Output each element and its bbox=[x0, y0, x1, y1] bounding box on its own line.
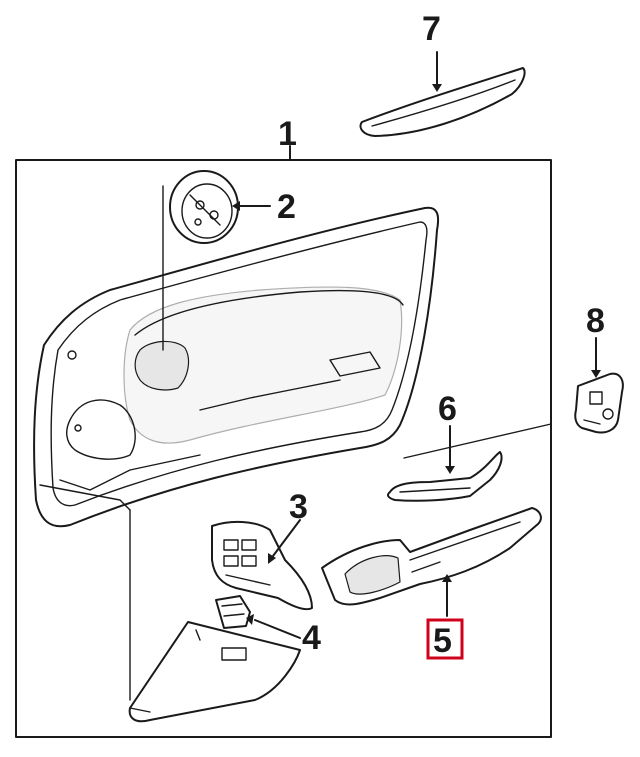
callout-3: 3 bbox=[289, 488, 308, 526]
callout-5: 5 bbox=[433, 622, 452, 660]
callout-6: 6 bbox=[438, 390, 457, 428]
part-2-speaker[interactable] bbox=[169, 170, 239, 244]
lower-switch-panel[interactable] bbox=[128, 621, 301, 723]
part-6-pull-handle[interactable] bbox=[386, 451, 503, 502]
callout-2: 2 bbox=[277, 188, 296, 226]
part-1-door-panel[interactable] bbox=[33, 206, 440, 528]
callout-4: 4 bbox=[302, 619, 321, 657]
part-4-switch[interactable] bbox=[215, 595, 251, 629]
part-5-armrest[interactable] bbox=[321, 507, 542, 606]
part-8-bracket[interactable] bbox=[574, 372, 624, 434]
callout-1: 1 bbox=[278, 115, 297, 153]
part-7-upper-trim[interactable] bbox=[359, 67, 526, 137]
assembly-bracket bbox=[15, 159, 552, 738]
callout-8: 8 bbox=[586, 302, 605, 340]
callout-7: 7 bbox=[422, 10, 441, 48]
callout-5-highlight-box bbox=[426, 618, 464, 660]
part-3-switch-bezel[interactable] bbox=[211, 520, 313, 611]
